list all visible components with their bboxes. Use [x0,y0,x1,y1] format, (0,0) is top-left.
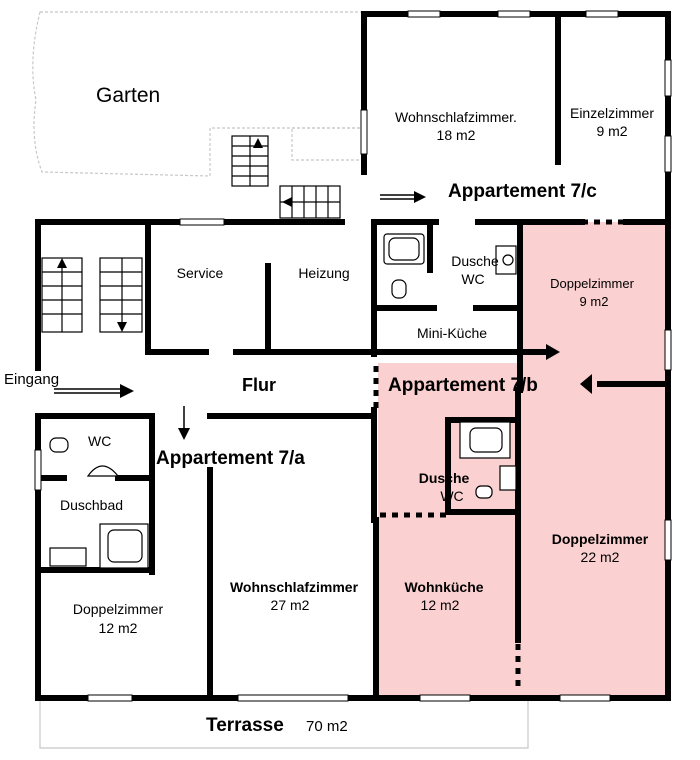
service-label: Service [177,265,224,281]
room-name-doppelzimmer-12: Doppelzimmer [73,601,164,617]
heating-label: Heizung [298,265,349,281]
hallway-label: Flur [242,375,276,395]
wc-label-a: WC [88,433,111,449]
garden-outline [32,11,363,177]
room-area-wohnschlafzimmer-c: 18 m2 [437,127,476,143]
apartment-c-title: Appartement 7/c [448,181,597,202]
shower-label-c: Dusche [451,253,499,269]
outdoor-stair-arrows [253,138,292,207]
room-area-einzelzimmer: 9 m2 [596,123,627,139]
fixtures [49,233,517,569]
room-name-doppelzimmer-22: Doppelzimmer [552,531,649,547]
indoor-stair-arrows [57,258,127,332]
terrace-name: Terrasse [206,715,284,736]
open-wall-dashes [373,219,626,692]
apartment-b-area [378,222,668,698]
shower-label-b: Dusche [419,470,470,486]
terrace-outline [39,700,529,749]
room-area-wohnkueche: 12 m2 [421,597,460,613]
room-area-doppelzimmer-12: 12 m2 [99,620,138,636]
room-area-wohnschlafzimmer-a: 27 m2 [271,597,310,613]
outdoor-stairs [231,135,341,219]
direction-arrow-heads [120,191,592,440]
entrance-label: Eingang [4,371,59,388]
apartment-a-title: Appartement 7/a [156,448,305,469]
windows [34,10,672,702]
wc-label-b: WC [440,488,463,504]
indoor-stairs [41,257,143,333]
room-name-einzelzimmer: Einzelzimmer [570,105,654,121]
direction-arrows [54,194,416,432]
terrace-area: 70 m2 [306,718,348,735]
room-area-doppelzimmer-22: 22 m2 [581,549,620,565]
shower-bath-label: Duschbad [60,497,123,513]
room-name-doppelzimmer-9: Doppelzimmer [550,276,634,291]
garden-label: Garten [96,84,160,107]
room-area-doppelzimmer-9: 9 m2 [580,294,609,309]
room-name-wohnschlafzimmer-a: Wohnschlafzimmer [230,579,359,595]
wc-label-c: WC [461,271,484,287]
room-name-wohnschlafzimmer-c: Wohnschlafzimmer. [395,109,517,125]
mini-kitchen-label: Mini-Küche [417,325,487,341]
apartment-b-title: Appartement 7/b [388,375,538,396]
walls [35,11,671,701]
room-name-wohnkueche: Wohnküche [404,579,483,595]
